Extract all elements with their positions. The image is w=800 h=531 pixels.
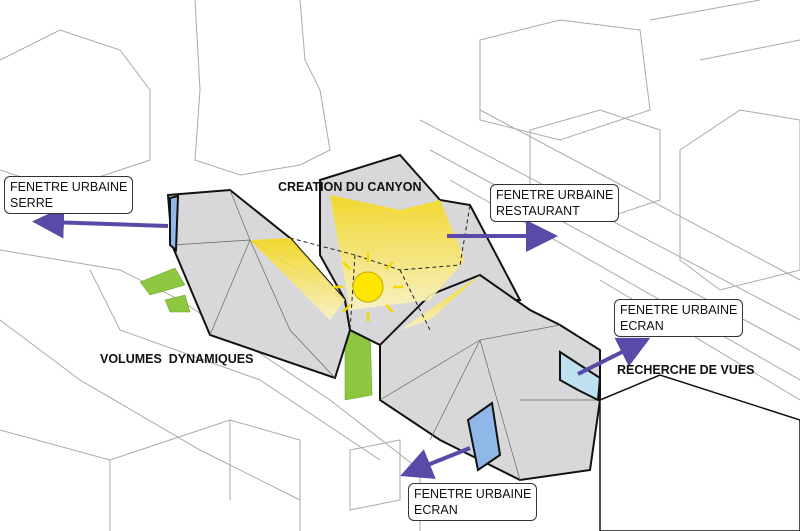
- arrow-serre: [32, 206, 169, 239]
- arrow-ecran-bottom: [400, 446, 471, 479]
- label-fenetre-ecran-right: FENETRE URBAINE ECRAN: [614, 299, 744, 337]
- arrow-ecran-right: [577, 337, 651, 376]
- urban-windows: [169, 194, 602, 472]
- window-ecran-right: [559, 350, 602, 402]
- front-building: [599, 374, 800, 531]
- label-line: FENETRE URBAINE: [620, 303, 738, 317]
- label-creation-canyon: CREATION DU CANYON: [278, 180, 422, 194]
- label-line: FENETRE URBAINE: [10, 180, 128, 194]
- label-fenetre-ecran-bottom: FENETRE URBAINE ECRAN: [408, 483, 538, 521]
- label-line: FENETRE URBAINE: [496, 188, 614, 202]
- label-line: ECRAN: [620, 319, 664, 333]
- label-fenetre-restaurant: FENETRE URBAINE RESTAURANT: [490, 184, 620, 222]
- label-line: ECRAN: [414, 503, 458, 517]
- sun-icon: [333, 252, 403, 322]
- label-line: FENETRE URBAINE: [414, 487, 532, 501]
- label-fenetre-serre: FENETRE URBAINE SERRE: [4, 176, 134, 214]
- view-arrows: [32, 206, 651, 479]
- label-line: RESTAURANT: [496, 204, 580, 218]
- label-volumes-dynamiques: VOLUMES DYNAMIQUES: [100, 352, 254, 366]
- dashed-projection: [289, 204, 471, 331]
- window-ecran-bottom: [466, 401, 502, 472]
- label-line: SERRE: [10, 196, 54, 210]
- window-serre: [169, 194, 180, 253]
- label-recherche-vues: RECHERCHE DE VUES: [617, 363, 755, 377]
